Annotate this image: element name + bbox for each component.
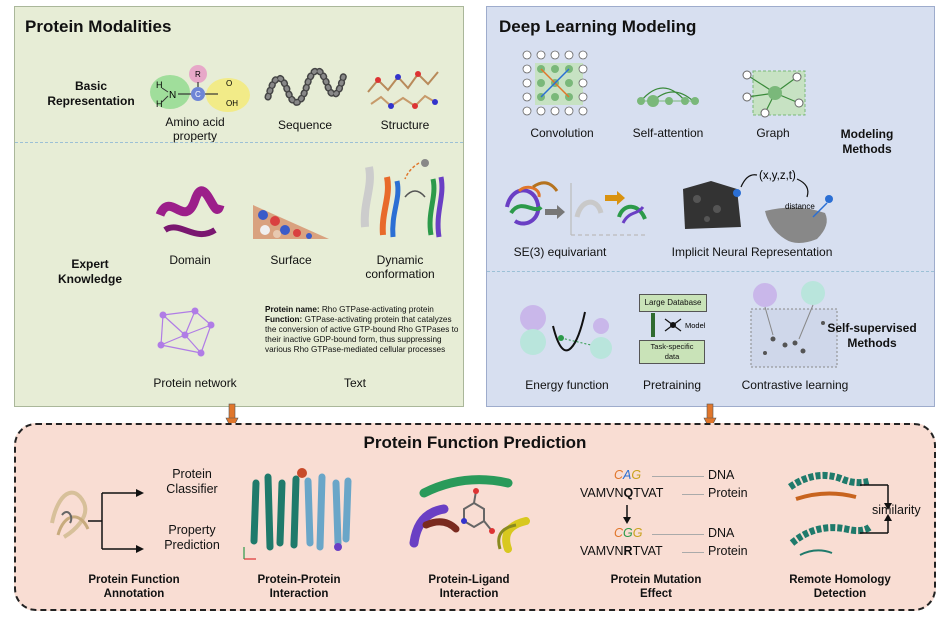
text-function-value: GTPase-activating protein that catalyzes… (265, 315, 459, 354)
protein-network-label: Protein network (153, 376, 237, 390)
amino-r: R (195, 70, 201, 79)
protein2-label: Protein (708, 544, 748, 558)
energy-function-label: Energy function (525, 378, 609, 392)
dna1-label: DNA (708, 468, 735, 482)
function-prediction-title: Protein Function Prediction (363, 433, 587, 452)
text-function-label: Function: (265, 315, 303, 324)
mutation-task-label: Protein Mutation Effect (610, 574, 702, 600)
protein-modalities-title: Protein Modalities (25, 17, 172, 36)
sequence-beads-icon (264, 67, 348, 106)
ppi-structure-icon (243, 468, 352, 560)
convolution-grid-icon (522, 50, 588, 116)
domain-ribbon-icon (155, 186, 225, 238)
seq2: VAMVNRTVAT (580, 544, 663, 558)
amino-o: O (226, 79, 232, 88)
task-specific-data-box: Task-specific data (639, 340, 705, 364)
surface-label: Surface (270, 253, 312, 267)
seq1: VAMVNQTVAT (580, 486, 664, 500)
expert-knowledge-label: Expert Knowledge (57, 257, 122, 286)
graph-label: Graph (756, 126, 790, 140)
surface-icon (253, 205, 329, 239)
inr-coords-text: (x,y,z,t) (759, 170, 796, 182)
amino-n: N (169, 90, 176, 101)
protein1-label: Protein (708, 486, 748, 500)
codon1: CAG (614, 468, 642, 482)
left-divider (15, 142, 463, 143)
protein-text-box: Protein name: Rho GTPase-activating prot… (265, 305, 460, 355)
dna1-line (652, 476, 704, 477)
domain-label: Domain (169, 253, 211, 267)
similarity-label: similarity (872, 503, 921, 517)
dna2-label: DNA (708, 526, 735, 540)
amino-h1: H (156, 80, 163, 90)
ppi-task-label: Protein-Protein Interaction (257, 574, 341, 600)
se3-equivariant-icon (505, 181, 647, 236)
amino-acid-label: Amino acid property (165, 115, 225, 143)
homology-task-label: Remote Homology Detection (789, 574, 891, 600)
modeling-methods-label: Modeling Methods (840, 127, 894, 156)
contrastive-label: Contrastive learning (741, 378, 849, 392)
dna2-line (652, 534, 704, 535)
annotation-task-label: Protein Function Annotation (88, 574, 180, 600)
protein2-line (682, 552, 704, 553)
amino-c: C (195, 90, 201, 99)
amino-acid-icon: H H N C R O OH (150, 65, 250, 112)
right-divider (487, 271, 934, 272)
pli-structure-icon (409, 475, 530, 553)
self-supervised-label: Self-supervised Methods (827, 321, 917, 350)
pli-task-label: Protein-Ligand Interaction (428, 574, 510, 600)
amino-h2: H (156, 99, 163, 109)
function-prediction-panel: Protein Function Prediction Protein Clas… (14, 423, 936, 611)
deep-learning-panel: Deep Learning Modeling Convolution Self-… (486, 6, 935, 407)
pretraining-label: Pretraining (642, 378, 702, 392)
sequence-label: Sequence (277, 118, 333, 132)
inr-label: Implicit Neural Representation (671, 245, 833, 259)
codon2: CGG (614, 526, 643, 540)
inr-icon: (x,y,z,t) distance (683, 170, 833, 243)
annotation-protein-icon (50, 489, 144, 553)
text-name-value: Rho GTPase-activating protein (319, 305, 434, 314)
protein1-line (682, 494, 704, 495)
dynamic-conformation-label: Dynamic conformation (365, 253, 435, 281)
contrastive-learning-icon (750, 281, 838, 368)
protein-modalities-panel: Protein Modalities Basic Representation … (14, 6, 464, 407)
homology-structures-icon (788, 471, 892, 556)
protein-network-icon (157, 307, 215, 357)
self-attention-icon (637, 87, 699, 107)
graph-icon (742, 70, 806, 118)
amino-oh: OH (226, 99, 238, 108)
energy-function-icon (520, 305, 612, 359)
basic-representation-label: Basic Representation (47, 79, 135, 108)
mutation-down-arrow (623, 505, 631, 524)
structure-sticks-icon (367, 71, 439, 109)
se3-label: SE(3) equivariant (513, 245, 607, 259)
structure-label: Structure (380, 118, 430, 132)
convolution-label: Convolution (530, 126, 594, 140)
model-text: Model (685, 321, 706, 330)
pretraining-model-icon: Model (651, 313, 706, 337)
deep-learning-title: Deep Learning Modeling (499, 17, 697, 36)
protein-classifier-label: Protein Classifier (166, 467, 218, 496)
property-prediction-label: Property Prediction (164, 523, 220, 552)
text-name-label: Protein name: (265, 305, 320, 314)
dynamic-conformation-icon (360, 159, 445, 238)
text-label: Text (343, 376, 366, 390)
large-database-box: Large Database (639, 294, 707, 312)
inr-distance-text: distance (785, 202, 815, 211)
self-attention-label: Self-attention (632, 126, 704, 140)
